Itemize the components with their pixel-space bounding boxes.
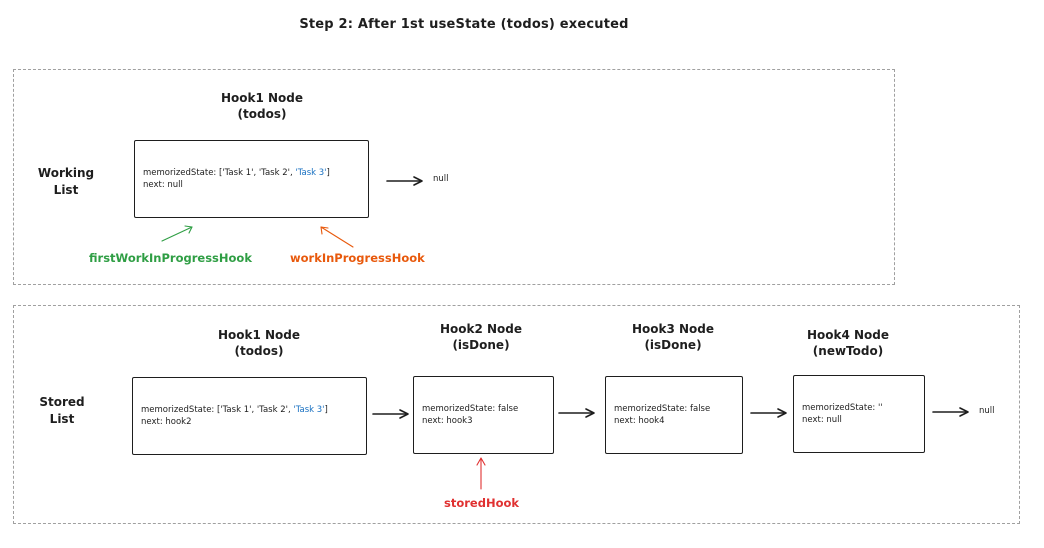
stored-hook4-subtitle: (newTodo) [812, 344, 884, 358]
stored-hook-arrow [476, 457, 486, 490]
working-hook1-state-suffix: ] [326, 168, 330, 178]
stored-hook1-subtitle: (todos) [234, 344, 284, 358]
stored-hook4-next: next: null [802, 415, 842, 425]
work-in-progress-hook-arrow [320, 226, 354, 248]
work-in-progress-hook-label: workInProgressHook [290, 251, 425, 265]
stored-hook1-next: next: hook2 [141, 417, 192, 427]
stored-hook4-node: memorizedState: '' next: null [793, 375, 925, 453]
working-list-section [13, 69, 895, 285]
first-work-in-progress-hook-arrow [161, 225, 193, 242]
working-hook1-next: next: null [143, 180, 183, 190]
working-hook1-subtitle: (todos) [237, 107, 287, 121]
first-work-in-progress-hook-label: firstWorkInProgressHook [89, 251, 252, 265]
hook2-to-hook3-arrow [558, 408, 595, 418]
stored-hook2-title: Hook2 Node [439, 322, 523, 336]
stored-hook4-title: Hook4 Node [806, 328, 890, 342]
stored-list-label-line2: List [49, 412, 75, 426]
stored-null-label: null [979, 406, 995, 416]
stored-hook1-heading: Hook1 Node (todos) [192, 327, 326, 359]
stored-hook3-next: next: hook4 [614, 416, 665, 426]
stored-hook3-subtitle: (isDone) [644, 338, 702, 352]
stored-hook1-state: memorizedState: ['Task 1', 'Task 2', 'Ta… [141, 404, 366, 416]
stored-hook2-next: next: hook3 [422, 416, 473, 426]
working-null-arrow [386, 176, 423, 186]
working-list-label-line1: Working [37, 166, 95, 180]
stored-null-arrow [932, 407, 969, 417]
hook1-to-hook2-arrow [372, 409, 409, 419]
stored-hook4-heading: Hook4 Node (newTodo) [781, 327, 915, 359]
stored-hook1-node: memorizedState: ['Task 1', 'Task 2', 'Ta… [132, 377, 367, 455]
stored-hook-label: storedHook [444, 496, 520, 510]
stored-hook3-state: memorizedState: false [614, 404, 711, 414]
diagram-title: Step 2: After 1st useState (todos) execu… [299, 17, 629, 32]
stored-list-label: Stored List [24, 394, 100, 428]
stored-hook2-state: memorizedState: false [422, 404, 519, 414]
working-hook1-heading: Hook1 Node (todos) [195, 90, 329, 122]
working-hook1-title: Hook1 Node [220, 91, 304, 105]
working-null-label: null [433, 174, 449, 184]
working-hook1-state: memorizedState: ['Task 1', 'Task 2', 'Ta… [143, 167, 368, 179]
working-hook1-node: memorizedState: ['Task 1', 'Task 2', 'Ta… [134, 140, 369, 218]
stored-hook3-node: memorizedState: false next: hook4 [605, 376, 743, 454]
hook3-to-hook4-arrow [750, 408, 787, 418]
stored-hook2-subtitle: (isDone) [452, 338, 510, 352]
stored-hook4-state: memorizedState: '' [802, 403, 883, 413]
working-hook1-state-prefix: memorizedState: ['Task 1', 'Task 2', [143, 168, 296, 178]
stored-list-section [13, 305, 1020, 524]
stored-hook1-state-suffix: ] [324, 405, 328, 415]
stored-hook1-state-prefix: memorizedState: ['Task 1', 'Task 2', [141, 405, 294, 415]
stored-list-label-line1: Stored [39, 395, 85, 409]
stored-hook1-title: Hook1 Node [217, 328, 301, 342]
stored-hook1-state-highlight: 'Task 3' [293, 405, 325, 415]
working-list-label: Working List [28, 165, 104, 199]
working-hook1-state-highlight: 'Task 3' [295, 168, 327, 178]
stored-hook2-node: memorizedState: false next: hook3 [413, 376, 554, 454]
stored-hook2-heading: Hook2 Node (isDone) [414, 321, 548, 353]
stored-hook3-heading: Hook3 Node (isDone) [606, 321, 740, 353]
working-list-label-line2: List [53, 183, 79, 197]
stored-hook3-title: Hook3 Node [631, 322, 715, 336]
